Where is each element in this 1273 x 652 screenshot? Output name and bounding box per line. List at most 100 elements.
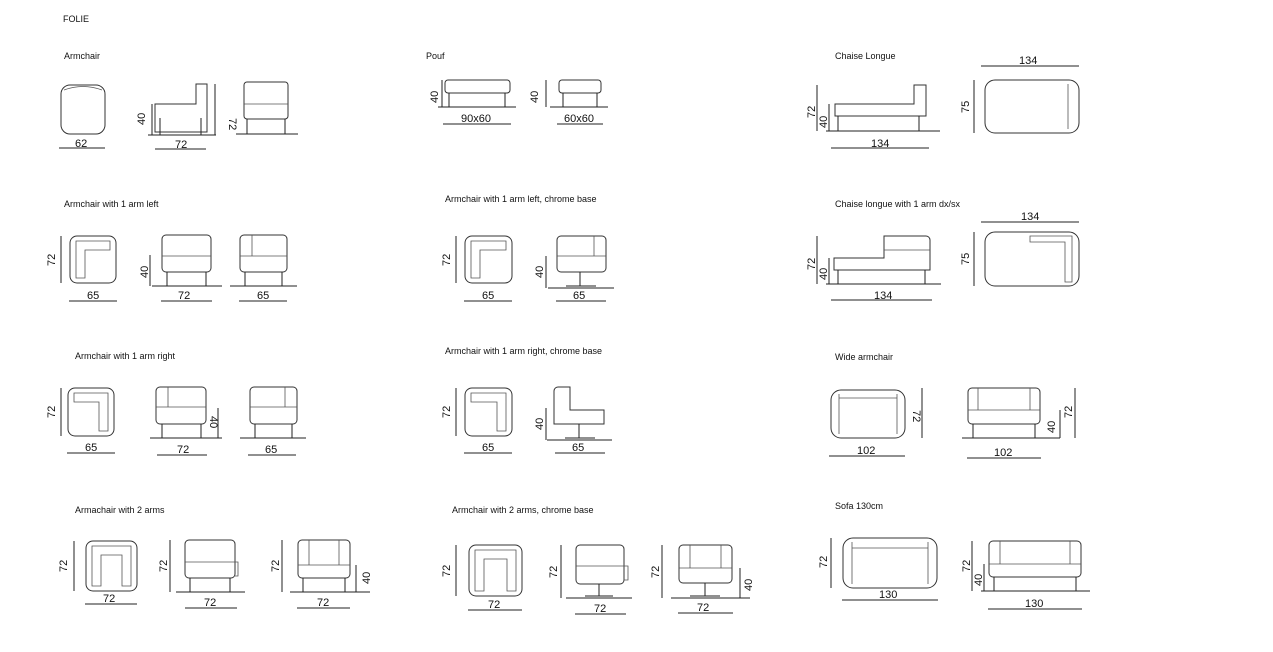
dimension-label: 72 [806, 106, 818, 118]
dimension-label: 72 [806, 258, 818, 270]
dimension-label: 72 [270, 560, 282, 572]
dimension-label: 40 [429, 91, 441, 103]
side-view [575, 544, 625, 585]
dimension-label: 134 [1019, 55, 1037, 67]
dimension-label: 134 [871, 138, 889, 150]
dimension-label: 65 [572, 442, 584, 454]
top-view [67, 387, 115, 437]
armchair-1-arm-left-drawings: 72 65 40 72 65 [46, 234, 297, 302]
front-view [678, 544, 733, 584]
chaise-longue-drawings: 72 40 134 134 75 [806, 55, 1080, 150]
armchair-1-arm-right-drawings: 72 65 40 72 65 [46, 386, 306, 456]
product-title-armchair-2-arms: Armachair with 2 arms [75, 505, 165, 515]
chaise-longue-top-view [984, 79, 1080, 134]
product-title-armchair-1-arm-left: Armchair with 1 arm left [64, 199, 159, 209]
top-view [830, 389, 906, 439]
product-title-armchair-1-arm-right-chrome: Armchair with 1 arm right, chrome base [445, 346, 603, 356]
side-view [184, 539, 236, 579]
product-title-chaise-longue-1-arm: Chaise longue with 1 arm dx/sx [835, 199, 961, 209]
top-view [69, 235, 117, 284]
front-view [297, 539, 351, 579]
sofa-130-drawings: 72 130 72 40 130 [818, 537, 1090, 610]
dimension-label: 72 [178, 290, 190, 302]
pouf-60x60-view [558, 79, 602, 94]
product-title-armchair-1-arm-left-chrome: Armchair with 1 arm left, chrome base [445, 194, 597, 204]
pouf-90x60-view [444, 79, 511, 94]
dimension-label: 134 [1021, 211, 1039, 223]
collection-title: FOLIE [63, 14, 90, 24]
top-view [85, 540, 138, 592]
armchair-1-arm-right-chrome-drawings: 72 65 40 65 [441, 386, 612, 454]
dimension-label: 65 [482, 290, 494, 302]
dimension-label: 102 [857, 445, 875, 457]
dimension-label: 102 [994, 447, 1012, 459]
front-view [988, 540, 1082, 578]
dimension-label: 65 [573, 290, 585, 302]
dimension-label: 72 [177, 444, 189, 456]
dimension-label: 75 [960, 101, 972, 113]
dimension-label: 40 [1046, 421, 1058, 433]
dimension-label: 72 [441, 254, 453, 266]
dimension-label: 40 [136, 113, 148, 125]
side-view [161, 234, 212, 273]
armchair-1-arm-left-chrome-drawings: 72 65 40 65 [441, 235, 614, 302]
dimension-label: 72 [910, 410, 922, 422]
dimension-label: 60x60 [564, 113, 594, 125]
dimension-label: 72 [58, 560, 70, 572]
product-title-chaise-longue: Chaise Longue [835, 51, 896, 61]
dimension-label: 40 [534, 418, 546, 430]
product-title-sofa-130: Sofa 130cm [835, 501, 884, 511]
armchair-side-view [154, 83, 208, 133]
product-title-wide-armchair: Wide armchair [835, 352, 894, 362]
dimension-label: 72 [961, 560, 973, 572]
side-view [553, 386, 605, 425]
top-view [984, 231, 1080, 287]
side-view [833, 235, 931, 271]
top-view [464, 387, 513, 437]
dimension-label: 40 [534, 266, 546, 278]
dimension-label: 65 [257, 290, 269, 302]
chaise-longue-side-view [834, 84, 927, 117]
top-view [842, 537, 938, 589]
product-title-armchair-1-arm-right: Armchair with 1 arm right [75, 351, 176, 361]
dimension-label: 130 [1025, 598, 1043, 610]
dimension-label: 72 [46, 254, 58, 266]
dimension-label: 40 [818, 116, 830, 128]
front-view [967, 387, 1041, 425]
dimension-label: 40 [818, 268, 830, 280]
armchair-top-view [60, 84, 106, 135]
armchair-front-view [243, 81, 289, 120]
dimension-label: 40 [207, 416, 219, 428]
dimension-label: 40 [743, 579, 755, 591]
dimension-label: 75 [960, 253, 972, 265]
dimension-label: 72 [488, 599, 500, 611]
dimension-label: 65 [482, 442, 494, 454]
dimension-label: 134 [874, 290, 892, 302]
dimension-label: 72 [441, 406, 453, 418]
chaise-longue-1-arm-drawings: 72 40 134 134 75 [806, 211, 1080, 302]
dimension-label: 40 [139, 266, 151, 278]
side-view [556, 235, 607, 273]
dimension-label: 72 [594, 603, 606, 615]
dimension-label: 72 [175, 139, 187, 151]
armchair-drawings: 62 40 72 72 [59, 81, 298, 151]
dimension-label: 72 [226, 118, 238, 130]
dimension-label: 130 [879, 589, 897, 601]
product-title-armchair: Armchair [64, 51, 101, 61]
dimension-label: 72 [697, 602, 709, 614]
dimension-label: 72 [818, 556, 830, 568]
wide-armchair-drawings: 102 72 40 72 102 [829, 387, 1076, 459]
product-title-pouf: Pouf [426, 51, 445, 61]
dimension-label: 40 [361, 572, 373, 584]
dimension-label: 72 [103, 593, 115, 605]
dimension-label: 65 [265, 444, 277, 456]
pouf-drawings: 40 90x60 40 60x60 [429, 79, 608, 125]
dimension-label: 72 [548, 566, 560, 578]
dimension-label: 72 [317, 597, 329, 609]
dimension-label: 40 [973, 574, 985, 586]
dimension-label: 72 [441, 565, 453, 577]
armchair-2-arms-drawings: 72 72 72 72 72 40 72 [58, 539, 373, 609]
dimension-label: 90x60 [461, 113, 491, 125]
side-view [155, 386, 207, 425]
